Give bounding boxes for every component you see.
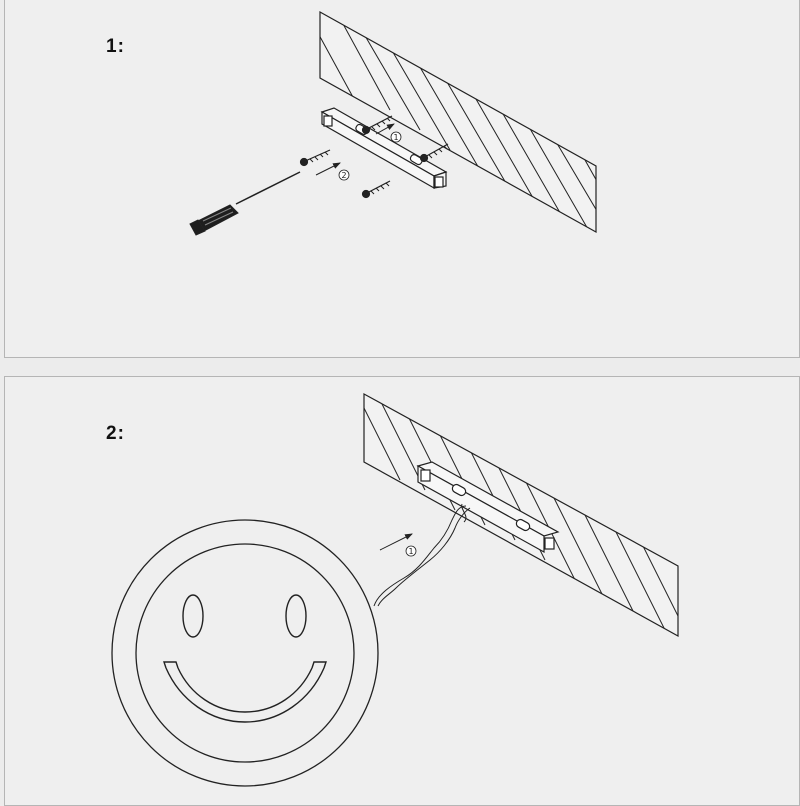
callout-1-text: 1 xyxy=(393,133,398,142)
left-eye-icon xyxy=(182,594,204,638)
screw-icon xyxy=(299,149,331,167)
power-cable-icon xyxy=(373,503,471,607)
callout-2-circle xyxy=(338,169,350,181)
screw-icon xyxy=(361,180,391,199)
right-eye-icon xyxy=(285,594,307,638)
callout-1-text: 1 xyxy=(408,547,413,556)
wall-icon xyxy=(319,10,597,234)
mounting-bracket-icon xyxy=(416,461,560,554)
step-2-label: 2: xyxy=(106,423,125,444)
callout-1-circle xyxy=(405,545,417,557)
arrow-icon xyxy=(315,162,341,176)
screw-icon xyxy=(419,143,449,163)
arrow-icon xyxy=(379,533,413,551)
callout-1-circle xyxy=(390,131,402,143)
screw-icon xyxy=(361,115,393,135)
arrow-icon xyxy=(375,123,395,135)
screwdriver-icon xyxy=(189,171,301,236)
mounting-bracket-icon xyxy=(320,107,448,190)
callout-2-text: 2 xyxy=(341,171,346,180)
wall-icon xyxy=(363,392,679,638)
step-1-label: 1: xyxy=(106,36,125,57)
smile-mouth-icon xyxy=(163,661,327,723)
smiley-face-sign-icon xyxy=(111,519,379,787)
